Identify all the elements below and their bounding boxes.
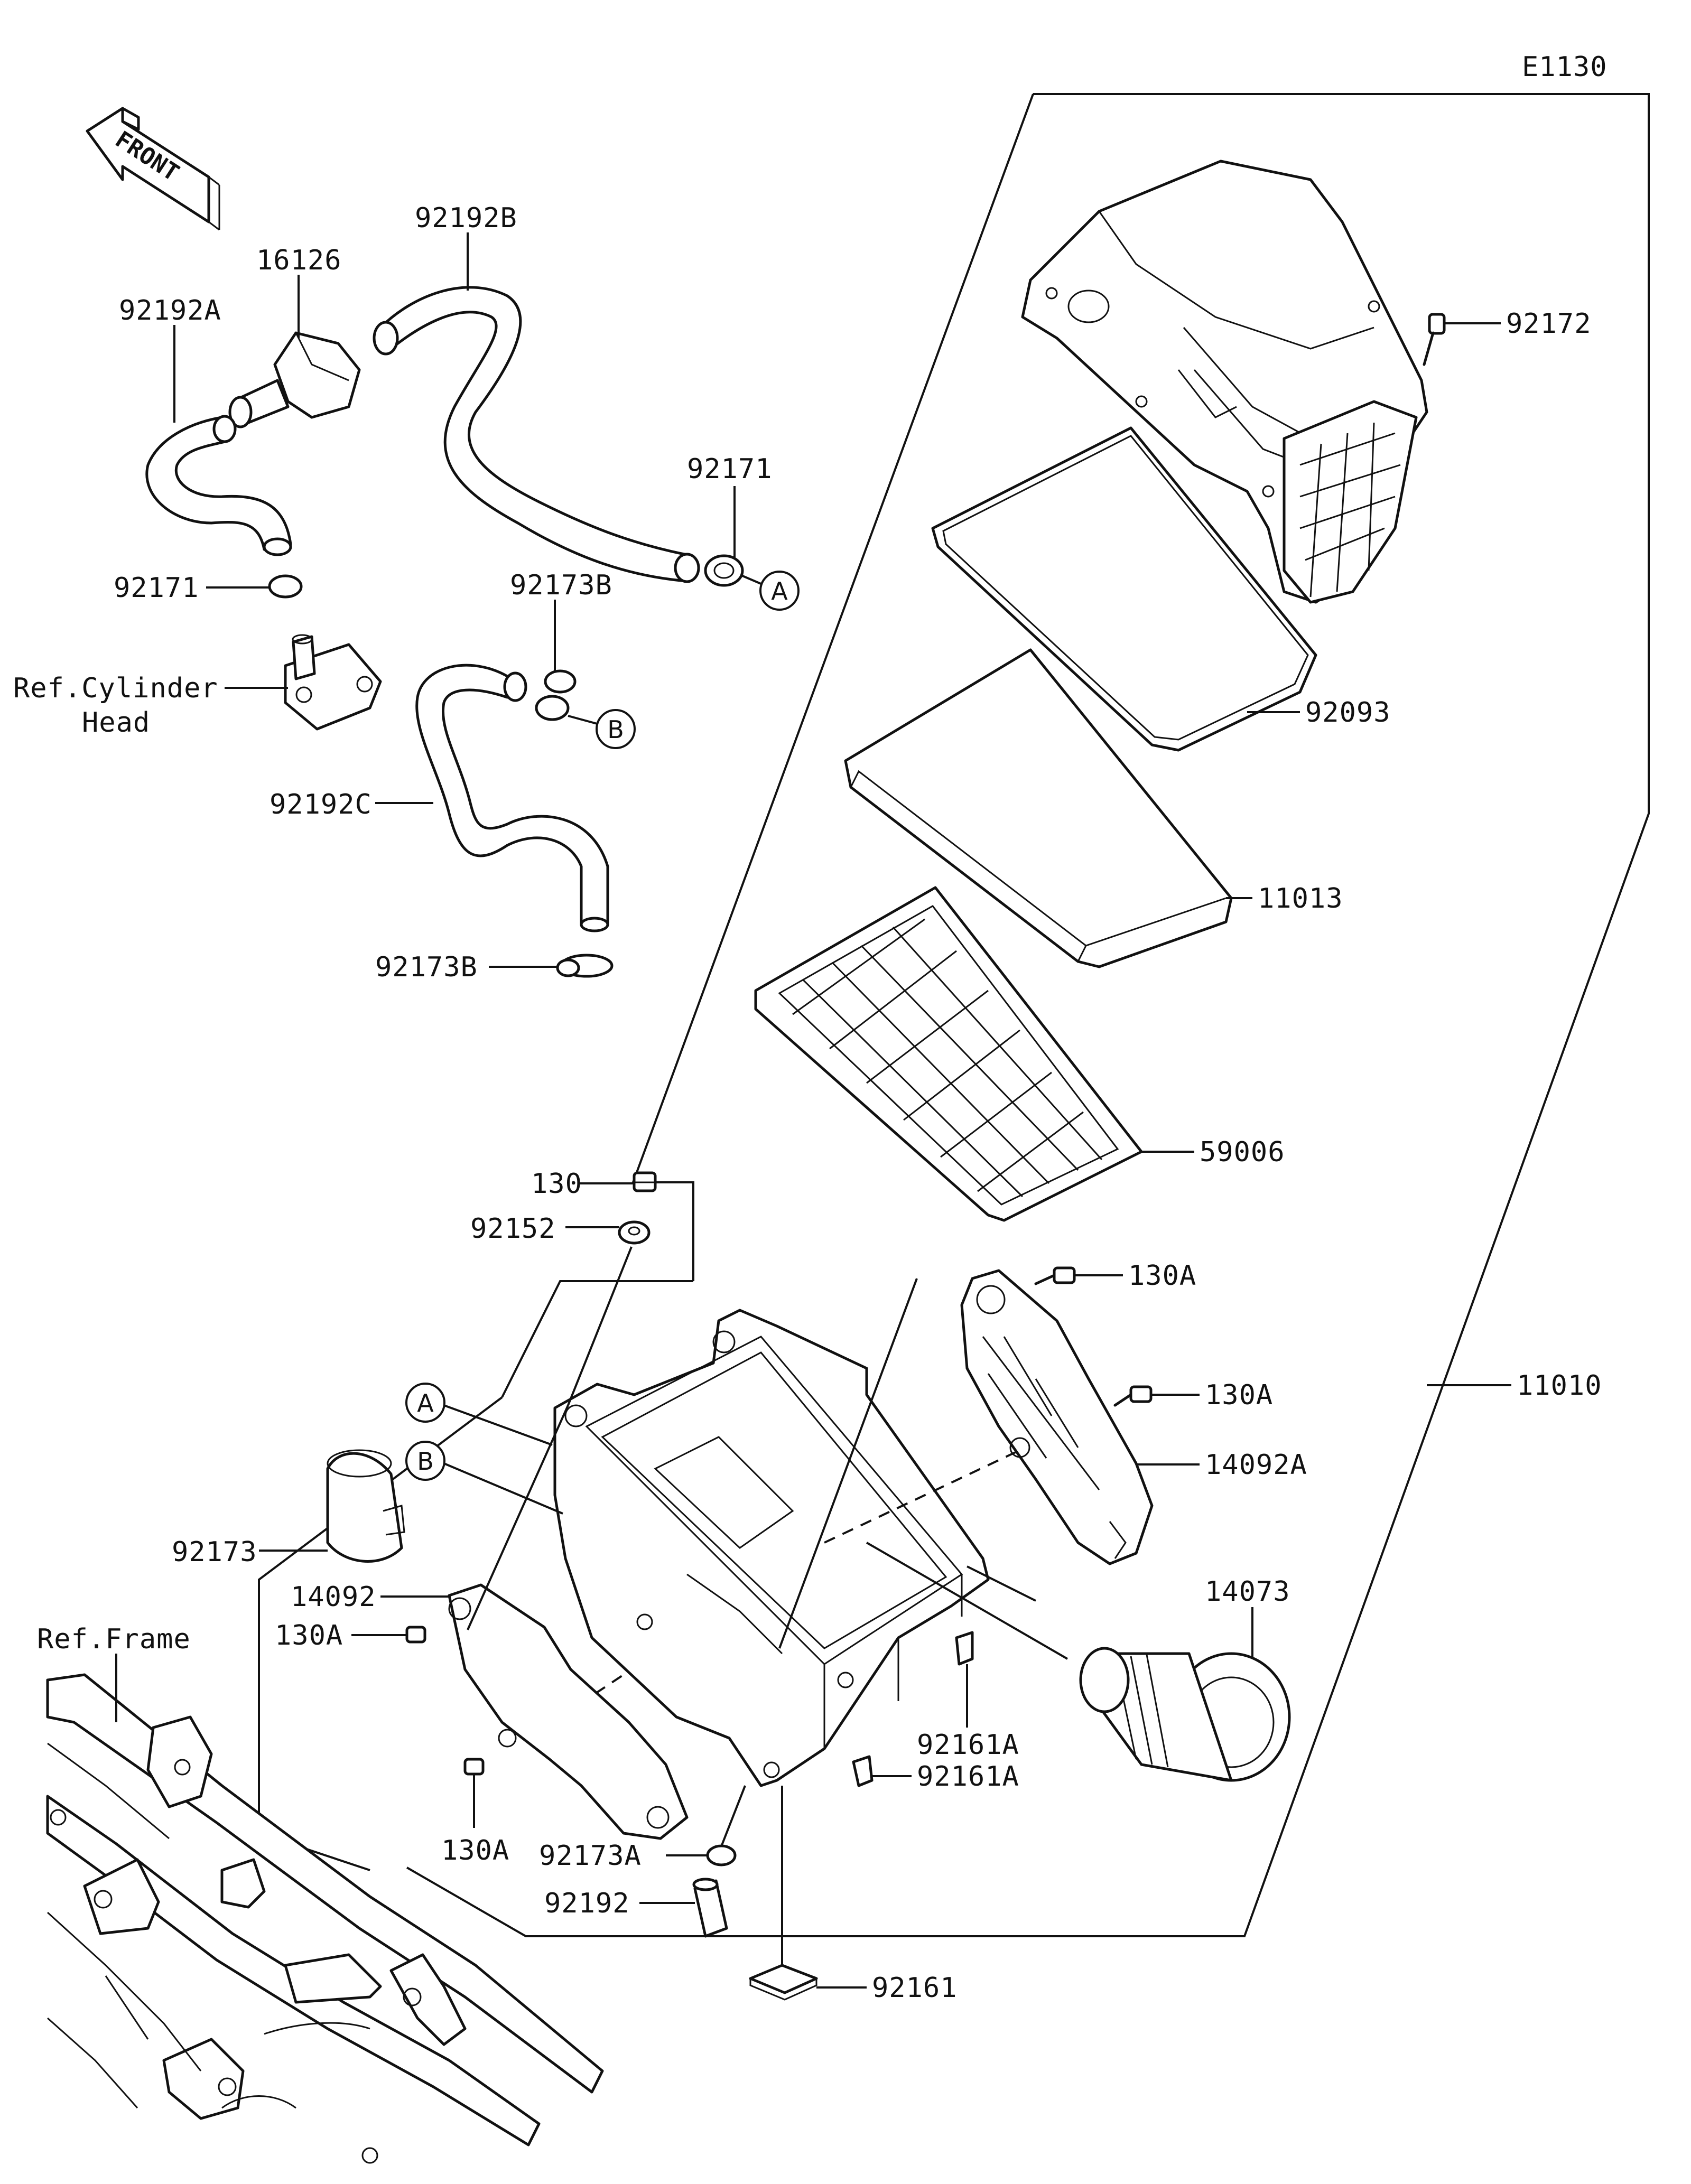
clamp-92171-lower — [268, 574, 303, 599]
filter-element-11013 — [844, 648, 1233, 968]
band-92173 — [326, 1449, 405, 1563]
clip-92173B-lower — [556, 954, 614, 978]
bracket-14092 — [448, 1583, 689, 1840]
label-92173: 92173 — [172, 1536, 257, 1568]
valve-16126 — [228, 331, 361, 428]
hose-92192B — [373, 286, 700, 583]
clamp-92171-upper — [704, 554, 744, 587]
bracket-14092A — [960, 1269, 1154, 1565]
frame-reference — [46, 1673, 604, 2164]
ref-frame: Ref.Frame — [37, 1623, 191, 1655]
clip-92173B-upper — [535, 669, 577, 721]
screw-92172 — [1423, 313, 1446, 366]
pad-92161 — [749, 1964, 818, 2001]
label-92152: 92152 — [470, 1213, 556, 1245]
connector-B-hose: B — [596, 709, 636, 749]
label-130: 130 — [531, 1168, 582, 1200]
front-arrow-icon: FRONT — [86, 107, 220, 231]
airbox-cover — [1021, 160, 1428, 604]
label-11010: 11010 — [1517, 1370, 1602, 1402]
label-130A-bottom: 130A — [441, 1835, 509, 1866]
svg-text:A: A — [771, 577, 788, 605]
washer-92152 — [618, 1220, 651, 1245]
svg-text:A: A — [417, 1389, 434, 1417]
clip-92161A-right — [955, 1631, 974, 1666]
airbox-housing — [553, 1309, 990, 1787]
bolt-130A-middle — [1113, 1385, 1153, 1407]
intake-duct-14073 — [1079, 1647, 1291, 1782]
label-14092A: 14092A — [1205, 1449, 1307, 1481]
label-92192C: 92192C — [270, 789, 372, 820]
label-92171-upper: 92171 — [687, 453, 773, 485]
connector-A-airbox: A — [405, 1383, 445, 1423]
svg-text:B: B — [417, 1447, 434, 1476]
ref-cylinder-head-line2: Head — [82, 707, 150, 739]
hose-92192A — [145, 415, 292, 556]
label-92171-lower: 92171 — [114, 572, 199, 604]
label-130A-left: 130A — [275, 1620, 343, 1651]
label-92161A-lower: 92161A — [917, 1761, 1019, 1793]
diagram-code: E1130 — [1522, 51, 1608, 83]
bolt-130A-left — [405, 1626, 426, 1644]
label-14073: 14073 — [1205, 1576, 1290, 1608]
drain-tube-92192 — [692, 1878, 728, 1938]
assembly-outline — [406, 93, 1650, 1937]
label-92161A-right: 92161A — [917, 1729, 1019, 1761]
svg-text:B: B — [607, 715, 624, 744]
cylinder-head-fitting — [284, 634, 382, 731]
label-92192: 92192 — [544, 1888, 630, 1919]
label-59006: 59006 — [1200, 1136, 1285, 1168]
bolt-130A-bottom — [463, 1758, 485, 1776]
label-130A-upper: 130A — [1128, 1260, 1196, 1292]
label-92093: 92093 — [1305, 697, 1391, 729]
clip-92161A-lower — [852, 1755, 874, 1787]
bolt-130 — [633, 1171, 657, 1192]
ref-cylinder-head-line1: Ref.Cylinder — [13, 673, 218, 704]
label-92172: 92172 — [1506, 308, 1592, 340]
label-92161: 92161 — [872, 1972, 958, 2004]
label-92192B: 92192B — [415, 202, 517, 234]
screen-59006 — [754, 886, 1143, 1222]
label-16126: 16126 — [256, 245, 342, 276]
label-92192A: 92192A — [119, 295, 221, 326]
clamp-92173A — [706, 1844, 737, 1866]
label-14092: 14092 — [291, 1581, 376, 1613]
connector-B-airbox: B — [405, 1441, 445, 1481]
label-92173A: 92173A — [539, 1840, 642, 1872]
bolt-130A-upper — [1034, 1266, 1076, 1285]
label-92173B-lower: 92173B — [375, 951, 478, 983]
label-11013: 11013 — [1258, 883, 1343, 914]
connector-A-hose: A — [759, 571, 800, 611]
label-92173B-upper: 92173B — [510, 570, 612, 601]
label-130A-middle: 130A — [1205, 1379, 1273, 1411]
hose-92192C — [415, 664, 609, 932]
gasket-92093 — [931, 426, 1317, 752]
